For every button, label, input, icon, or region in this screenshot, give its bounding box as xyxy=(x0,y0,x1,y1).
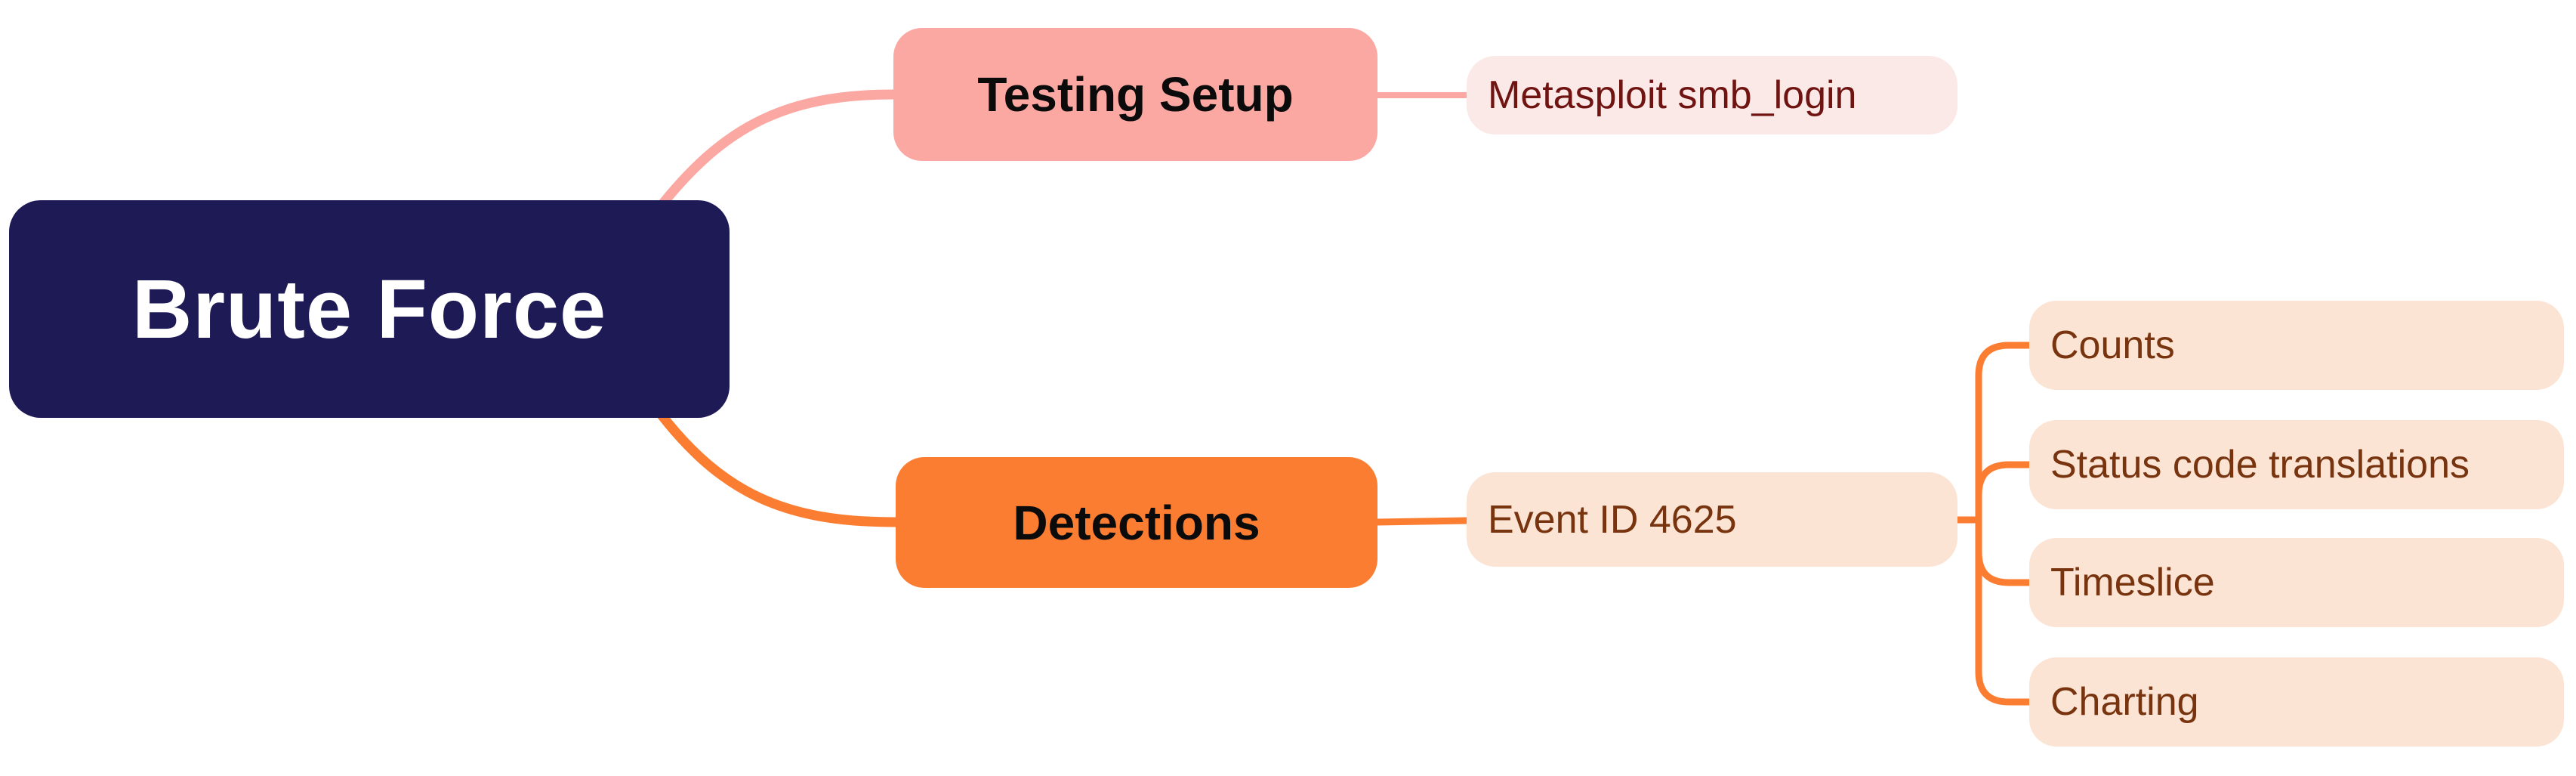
child-node-metasploit-smb-login: Metasploit smb_login xyxy=(1467,56,1957,134)
leaf-node-charting: Charting xyxy=(2029,657,2564,747)
branch-node-detections: Detections xyxy=(896,457,1377,588)
edge-trunk-to-status-code-translations xyxy=(1975,461,2033,524)
edge-root-to-detections xyxy=(643,391,901,527)
root-node-brute-force: Brute Force xyxy=(9,200,730,418)
leaf-node-timeslice: Timeslice xyxy=(2029,538,2564,627)
edge-trunk-to-timeslice xyxy=(1975,516,2033,586)
branch-node-testing-setup-label: Testing Setup xyxy=(977,67,1294,122)
edge-trunk-to-counts xyxy=(1975,342,2033,524)
leaf-node-status-code-translations: Status code translations xyxy=(2029,420,2564,509)
edge-root-to-testing-setup xyxy=(643,89,899,228)
child-node-event-id-4625: Event ID 4625 xyxy=(1467,472,1957,567)
leaf-node-charting-label: Charting xyxy=(2050,680,2199,724)
leaf-node-counts-label: Counts xyxy=(2050,323,2175,367)
leaf-node-status-code-translations-label: Status code translations xyxy=(2050,443,2470,487)
branch-node-testing-setup: Testing Setup xyxy=(893,28,1377,161)
root-node-label: Brute Force xyxy=(131,262,607,356)
child-node-metasploit-smb-login-label: Metasploit smb_login xyxy=(1488,73,1857,117)
edge-trunk-to-charting xyxy=(1975,516,2033,706)
child-node-event-id-4625-label: Event ID 4625 xyxy=(1488,497,1737,542)
branch-node-detections-label: Detections xyxy=(1013,495,1260,550)
leaf-node-timeslice-label: Timeslice xyxy=(2050,561,2215,604)
edge-detections-to-event-id xyxy=(1374,517,1470,526)
leaf-node-counts: Counts xyxy=(2029,301,2564,390)
